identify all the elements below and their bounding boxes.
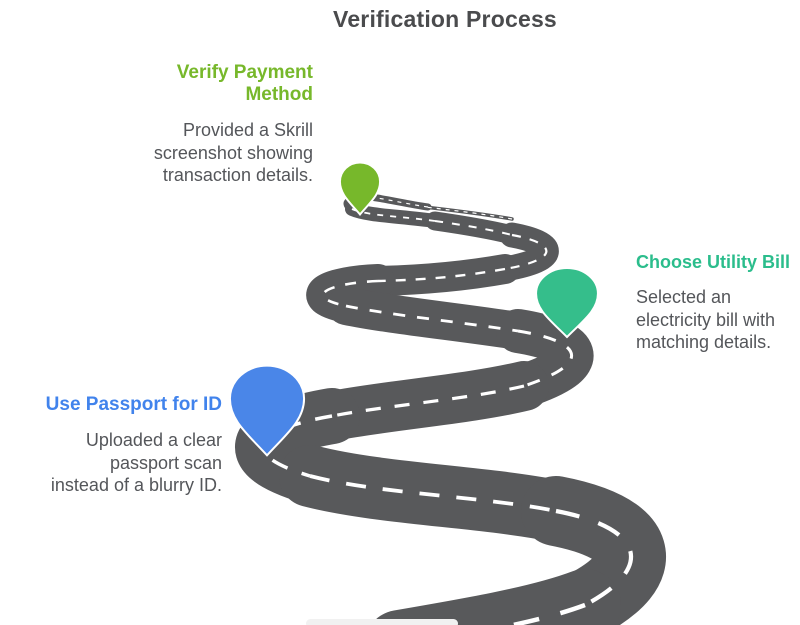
title-line: Use Passport for ID xyxy=(45,394,222,415)
desc-line: screenshot showing xyxy=(153,142,313,163)
dash-7 xyxy=(331,384,525,418)
desc-line: electricity bill with xyxy=(636,309,776,330)
desc-line: Provided a Skrill xyxy=(182,120,313,140)
step-passport-id-desc: Uploaded a clear passport scan instead o… xyxy=(0,429,222,497)
step-verify-payment: Verify Payment Method Provided a Skrill … xyxy=(73,62,313,187)
desc-line: passport scan xyxy=(109,452,222,473)
dash-3 xyxy=(377,267,506,283)
title-line: Verify Payment xyxy=(176,62,313,83)
desc-line: transaction details. xyxy=(162,165,313,185)
step-utility-bill: Choose Utility Bill Selected an electric… xyxy=(636,251,800,354)
step-passport-id: Use Passport for ID Uploaded a clear pas… xyxy=(0,394,222,497)
utility-bill-pin-icon xyxy=(536,268,598,337)
dash-1 xyxy=(434,220,513,236)
step-passport-id-title: Use Passport for ID xyxy=(0,394,222,416)
milestone-pins xyxy=(230,162,598,455)
dash-2 xyxy=(504,233,548,271)
title-line: Choose Utility Bill xyxy=(636,252,791,272)
desc-line: matching details. xyxy=(636,332,772,352)
dash-4 xyxy=(321,279,379,308)
dash-10 xyxy=(555,508,633,607)
dash-5 xyxy=(345,304,519,333)
step-verify-payment-title: Verify Payment Method xyxy=(73,62,313,106)
step-verify-payment-desc: Provided a Skrill screenshot showing tra… xyxy=(73,119,313,187)
road-body xyxy=(235,193,666,625)
title-line: Method xyxy=(245,84,313,105)
step-utility-bill-title: Choose Utility Bill xyxy=(636,251,800,273)
desc-line: Uploaded a clear xyxy=(85,430,222,450)
dash-9 xyxy=(309,474,557,513)
verify-payment-pin-icon xyxy=(340,162,380,214)
page-title: Verification Process xyxy=(333,6,557,32)
dash-6 xyxy=(517,329,574,388)
bottom-edge-artifact xyxy=(306,619,458,625)
desc-line: instead of a blurry ID. xyxy=(50,475,222,495)
desc-line: Selected an xyxy=(636,287,732,307)
road-segment-tail-a xyxy=(423,205,514,221)
dash-tail xyxy=(361,196,513,220)
dash-11 xyxy=(502,602,586,625)
passport-pin-icon xyxy=(230,366,304,456)
step-utility-bill-desc: Selected an electricity bill with matchi… xyxy=(636,286,800,354)
